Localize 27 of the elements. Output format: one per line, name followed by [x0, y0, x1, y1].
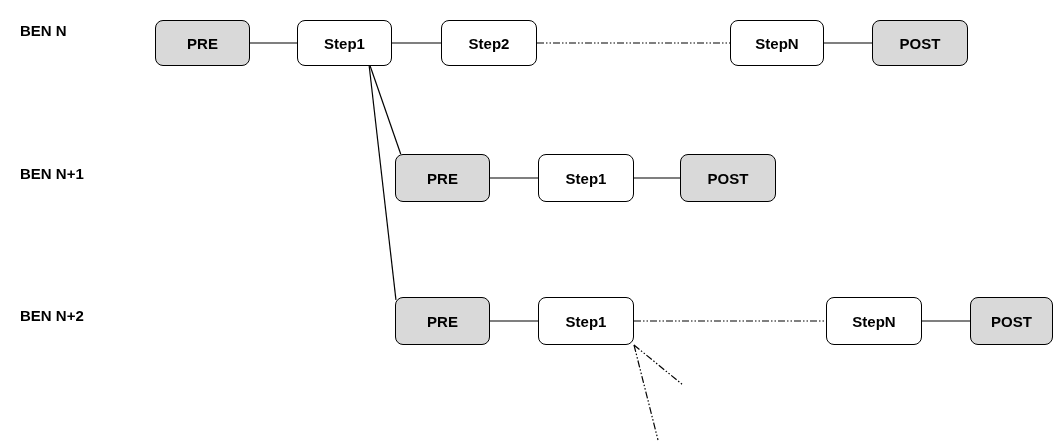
- connector-line: [489, 177, 539, 179]
- process-box: POST: [680, 154, 776, 202]
- process-box: PRE: [155, 20, 250, 66]
- process-box: Step1: [297, 20, 392, 66]
- connector-line: [921, 320, 971, 322]
- process-box: Step1: [538, 297, 634, 345]
- process-box: StepN: [730, 20, 824, 66]
- process-box: Step2: [441, 20, 537, 66]
- process-box: Step1: [538, 154, 634, 202]
- row-label: BEN N+1: [20, 165, 84, 182]
- dashed-connector: [633, 320, 827, 322]
- connector-line: [823, 42, 873, 44]
- process-box: PRE: [395, 154, 490, 202]
- dashed-connector: [633, 344, 684, 386]
- connector-line: [633, 177, 681, 179]
- row-label: BEN N: [20, 22, 67, 39]
- process-box: POST: [970, 297, 1053, 345]
- row-label: BEN N+2: [20, 307, 84, 324]
- connector-line: [249, 42, 298, 44]
- connector-line: [369, 65, 402, 155]
- process-box: PRE: [395, 297, 490, 345]
- process-box: StepN: [826, 297, 922, 345]
- process-box: POST: [872, 20, 968, 66]
- connector-line: [368, 65, 397, 301]
- dashed-connector: [633, 344, 659, 441]
- connector-line: [391, 42, 442, 44]
- connector-line: [489, 320, 539, 322]
